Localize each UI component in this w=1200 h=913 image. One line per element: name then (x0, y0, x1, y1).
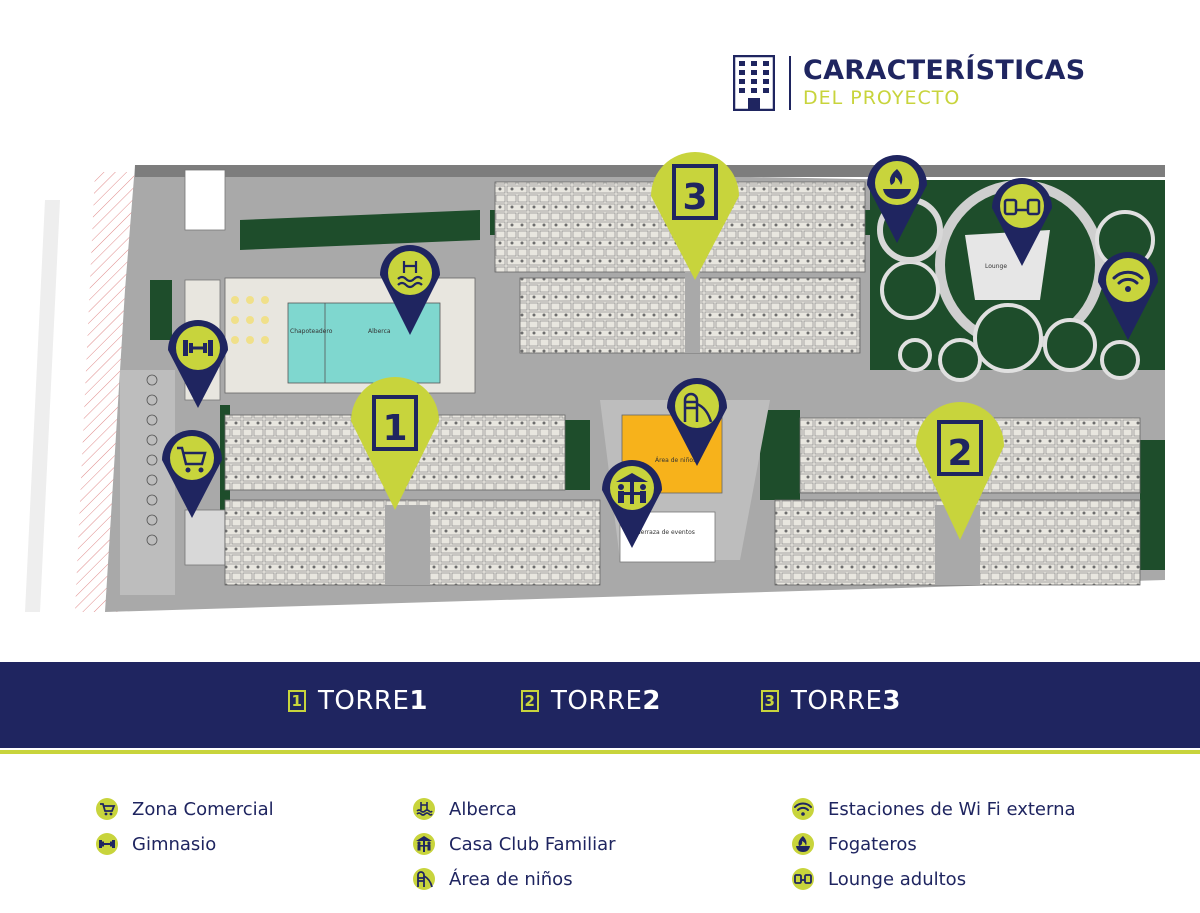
fire-icon (792, 833, 814, 855)
pool-area: Chapoteadero Alberca (224, 277, 476, 394)
cart-pin[interactable] (162, 430, 222, 518)
legend-alberca: Alberca (413, 796, 517, 822)
tower-2-num-icon: 2 (521, 690, 539, 712)
legend-zona-comercial: Zona Comercial (96, 796, 274, 822)
title-line1: CARACTERÍSTICAS (803, 55, 1086, 86)
legend-lounge: Lounge adultos (792, 866, 966, 892)
lounge-label: Lounge (985, 263, 1007, 270)
legend-label: Estaciones de Wi Fi externa (828, 798, 1076, 820)
tower-3-marker[interactable]: 3 (651, 140, 739, 280)
tower-1-marker[interactable]: 1 (351, 377, 439, 510)
family-club-pin[interactable] (602, 460, 662, 548)
legend-label: Área de niños (449, 868, 573, 890)
slide-pin[interactable] (667, 378, 727, 466)
lounge-icon (792, 868, 814, 890)
tower-1-num-icon: 1 (288, 690, 306, 712)
map-markers: 3 1 2 (162, 140, 1158, 548)
pool-label-chapoteadero: Chapoteadero (290, 328, 333, 335)
legend-fogateros: Fogateros (792, 831, 917, 857)
header-title: CARACTERÍSTICAS DEL PROYECTO (803, 56, 1085, 110)
tower-1-bold: 1 (409, 686, 428, 716)
tower-band (0, 662, 1200, 748)
slide-icon (413, 868, 435, 890)
page-header: CARACTERÍSTICAS DEL PROYECTO (733, 52, 1085, 114)
tower-1-text: TORRE (318, 686, 410, 716)
lounge-pin[interactable] (992, 178, 1052, 266)
pool-label: Alberca (368, 328, 391, 335)
site-plan-map: Chapoteadero Alberca Área de niños Terra… (25, 140, 1165, 612)
gym-pin[interactable] (168, 320, 228, 408)
legend-gimnasio: Gimnasio (96, 831, 216, 857)
family-club-icon (413, 833, 435, 855)
legend-casa-club: Casa Club Familiar (413, 831, 616, 857)
legend-label: Gimnasio (132, 833, 217, 855)
tower-2-marker-num: 2 (947, 433, 972, 474)
fire-pin[interactable] (867, 155, 927, 243)
legend-label: Zona Comercial (132, 798, 274, 820)
pool-pin[interactable] (380, 245, 440, 335)
wifi-icon (792, 798, 814, 820)
tower-3-num-icon: 3 (761, 690, 779, 712)
pool-icon (413, 798, 435, 820)
legend-wifi: Estaciones de Wi Fi externa (792, 796, 1076, 822)
tower-1-marker-num: 1 (382, 408, 407, 449)
cart-icon (96, 798, 118, 820)
dumbbell-icon (96, 833, 118, 855)
kids-area-label: Área de niños (655, 457, 696, 464)
legend-area-ninos: Área de niños (413, 866, 573, 892)
title-line2: DEL PROYECTO (803, 87, 961, 109)
tower-2-bold: 2 (642, 686, 661, 716)
tower-3-marker-num: 3 (682, 177, 707, 218)
tower-3-bold: 3 (882, 686, 901, 716)
legend-label: Alberca (449, 798, 517, 820)
tower-2-marker[interactable]: 2 (916, 402, 1004, 540)
legend-label: Casa Club Familiar (449, 833, 616, 855)
tower-3-text: TORRE (791, 686, 883, 716)
tower-1-building (224, 414, 601, 586)
tower-band-accent (0, 750, 1200, 754)
legend-label: Lounge adultos (828, 868, 967, 890)
wifi-pin[interactable] (1098, 252, 1158, 340)
lounge-zone: Lounge (877, 180, 1155, 382)
tower-2-text: TORRE (551, 686, 643, 716)
legend-label: Fogateros (828, 833, 917, 855)
building-icon (733, 55, 775, 111)
terrace-label: Terraza de eventos (637, 529, 695, 536)
header-divider (789, 56, 791, 110)
